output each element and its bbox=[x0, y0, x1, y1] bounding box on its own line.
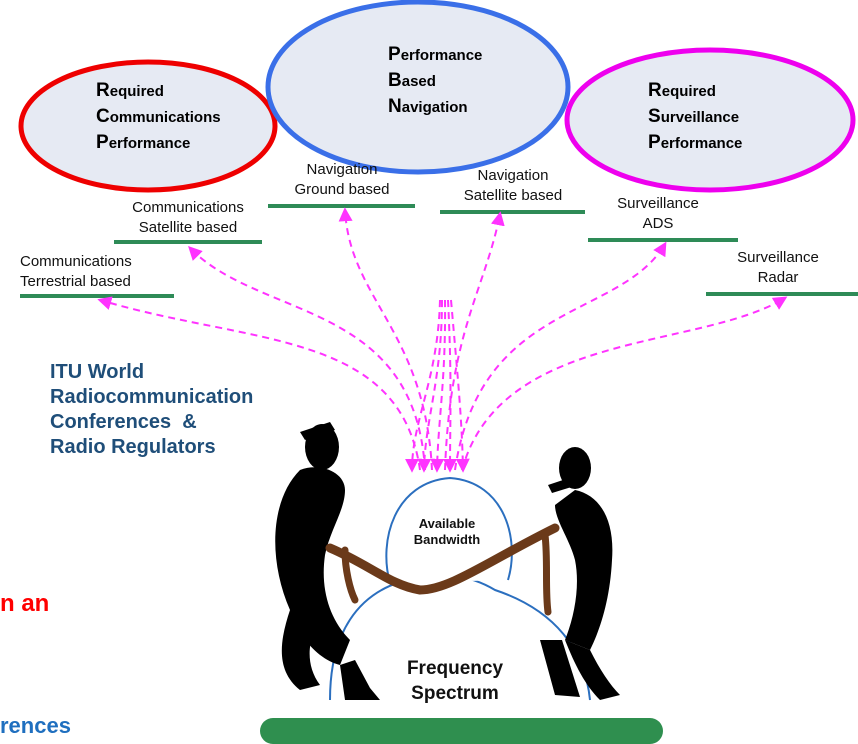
rcp-ellipse bbox=[18, 59, 278, 193]
bandwidth-bump bbox=[385, 476, 513, 584]
pbn-ellipse bbox=[265, 0, 571, 175]
partial-blue-text: rences bbox=[0, 713, 71, 738]
right-figure bbox=[540, 447, 620, 700]
arrow-surv-radar bbox=[461, 296, 788, 471]
rcp-label: Required Communications Performance bbox=[96, 80, 221, 153]
arrow-bundle-5 bbox=[450, 299, 470, 473]
left-figure bbox=[275, 422, 380, 700]
arrow-bundle-3 bbox=[430, 299, 447, 473]
arrow-bundle-1 bbox=[405, 299, 441, 473]
rsp-ellipse bbox=[564, 47, 856, 193]
arrow-nav-satellite bbox=[444, 211, 505, 471]
nav-satellite-label: Navigation Satellite based bbox=[463, 167, 563, 204]
nav-ground-label: Navigation Ground based bbox=[294, 161, 390, 198]
rsp-label: Required Surveillance Performance bbox=[648, 80, 743, 153]
comm-satellite-label: Communications Satellite based bbox=[132, 199, 244, 236]
surv-ads-label: Surveillance ADS bbox=[617, 195, 699, 232]
surv-radar-label: Surveillance Radar bbox=[737, 249, 819, 286]
arrow-bundle-4 bbox=[443, 299, 458, 473]
arrow-bundle-2 bbox=[417, 299, 443, 473]
arrow-nav-ground bbox=[338, 207, 433, 471]
rope bbox=[325, 523, 560, 595]
rope-end-right bbox=[541, 531, 552, 616]
pbn-label: Performance Based Navigation bbox=[388, 44, 483, 117]
arrow-surv-ads bbox=[454, 241, 667, 471]
ground-bar bbox=[260, 718, 663, 744]
spectrum-label: Frequency Spectrum bbox=[406, 658, 504, 704]
arrow-comm-terrestrial bbox=[97, 296, 421, 471]
bandwidth-label: Available Bandwidth bbox=[413, 516, 481, 547]
comm-terrestrial-label: Communications Terrestrial based bbox=[20, 253, 132, 290]
rope-end-left bbox=[341, 546, 359, 604]
arrow-comm-satellite bbox=[188, 245, 426, 471]
partial-red-text: n an bbox=[0, 590, 50, 617]
itu-text: ITU World Radiocommunication Conferences… bbox=[50, 361, 254, 458]
